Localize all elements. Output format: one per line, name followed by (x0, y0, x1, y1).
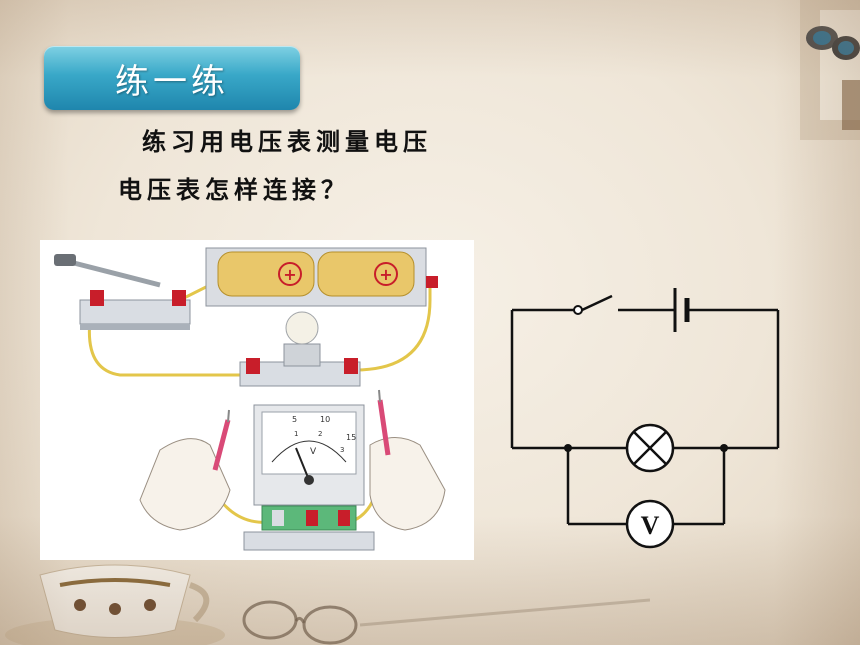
scale-label-10: 10 (320, 415, 330, 424)
voltmeter-device: 5 10 15 1 2 3 V (243, 404, 375, 551)
binoculars-decoration-icon (800, 0, 860, 140)
left-hand (139, 409, 231, 531)
scale-label-3: 3 (340, 446, 344, 454)
scale-label-15: 15 (346, 433, 356, 442)
circuit-diagram: V (510, 288, 780, 549)
switch-pivot (573, 305, 583, 315)
scale-label-5: 5 (292, 415, 297, 424)
apparatus-illustration: + + 5 10 15 1 2 (40, 240, 474, 560)
scale-label-1: 1 (294, 430, 298, 438)
voltmeter-symbol: V (625, 499, 675, 549)
knife-switch (54, 254, 191, 330)
teacup-decoration-icon (5, 564, 225, 645)
light-bulb (239, 311, 361, 387)
battery-pack: + + (205, 247, 438, 307)
junction-left (564, 444, 572, 452)
title-badge: 练一练 (44, 46, 300, 110)
page-title: 练一练 (115, 61, 229, 102)
voltmeter-label: V (641, 511, 660, 540)
apparatus-drawing: + + 5 10 15 1 2 (54, 247, 446, 551)
battery-plus-2: + (379, 265, 392, 284)
scale-label-2: 2 (318, 430, 322, 438)
glasses-decoration-icon (242, 598, 650, 645)
meter-unit-label: V (310, 447, 317, 457)
battery-plus-1: + (283, 265, 296, 284)
instruction-line-2: 电压表怎样连接？ (118, 176, 350, 204)
lamp-symbol (625, 423, 675, 473)
switch-blade (581, 294, 613, 312)
junction-right (720, 444, 728, 452)
instruction-line-1: 练习用电压表测量电压 (142, 128, 432, 156)
right-hand (369, 389, 446, 531)
